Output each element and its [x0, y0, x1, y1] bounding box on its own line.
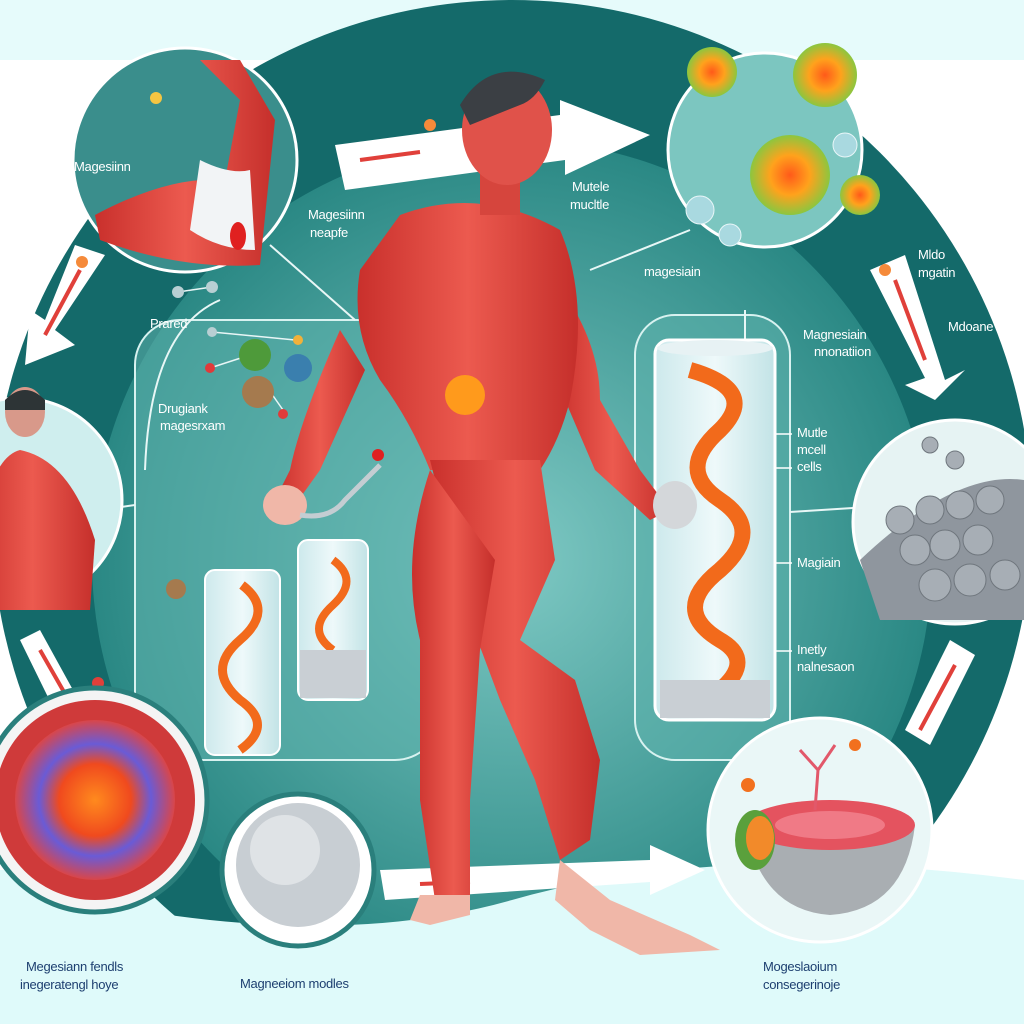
label-prared: Prared: [150, 316, 188, 331]
label-joint-note-2: neapfe: [310, 225, 348, 240]
label-tube-6: nalnesaon: [797, 659, 855, 674]
caption-bottom-right-2: consegerinoje: [763, 977, 841, 992]
molecule-diagram: [172, 281, 312, 419]
label-right-top-1: Mldo: [918, 247, 945, 262]
muscular-figure: [263, 71, 720, 955]
label-tube-3: cells: [797, 459, 822, 474]
granules-circle: [219, 791, 377, 949]
label-left-panel-1: Drugiank: [158, 401, 208, 416]
label-magesiain: magesiain: [644, 264, 701, 279]
label-left-panel-2: magesrxam: [160, 418, 226, 433]
label-tube-5: Inetly: [797, 642, 827, 657]
burst-circle: [0, 685, 210, 915]
label-tube-2: mcell: [797, 442, 826, 457]
label-right-mid-1: Magnesiain: [803, 327, 867, 342]
label-joint-note-1: Magesiinn: [308, 207, 365, 222]
caption-bottom-right-1: Mogeslaoium: [763, 959, 838, 974]
caption-bottom-left-1: Megesiann fendls: [26, 959, 124, 974]
joint-circle: [71, 46, 299, 274]
small-test-tubes: [166, 539, 369, 756]
caption-bottom-left-2: inegeratengl hoye: [20, 977, 119, 992]
label-joint: Magesiinn: [74, 159, 131, 174]
label-right-mid-2: nnonatiion: [814, 344, 871, 359]
caption-bottom-middle: Magneeiom modles: [240, 976, 349, 991]
label-left-arrow: nie: [0, 301, 17, 316]
cells-circle: [666, 43, 880, 249]
bowl-circle: [706, 716, 934, 944]
label-top-right-1: Mutele: [572, 179, 610, 194]
large-test-tube: [653, 338, 777, 722]
label-tube-1: Mutle: [797, 425, 828, 440]
label-top-right-2: mucltle: [570, 197, 610, 212]
label-tube-4: Magiain: [797, 555, 841, 570]
pebbles-circle: [851, 418, 1024, 626]
back-circle: [0, 387, 124, 610]
tube-tick-marks: [776, 433, 792, 652]
label-right-top-2: mgatin: [918, 265, 956, 280]
label-right-edge: Mdoane: [948, 319, 994, 334]
